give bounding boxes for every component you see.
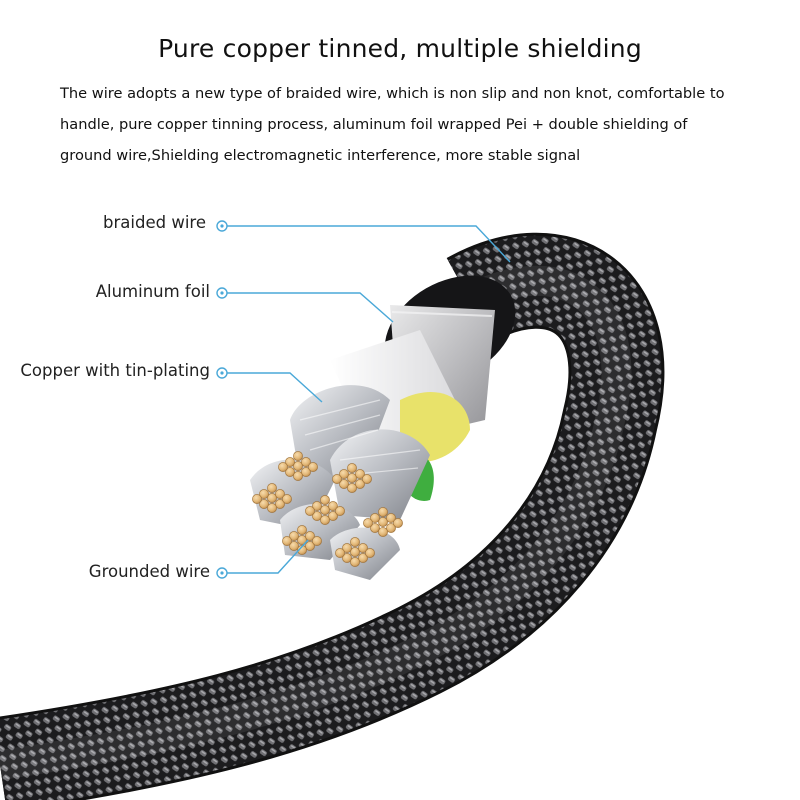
copper-strand-end (350, 547, 360, 557)
callout-marker-centers (220, 224, 224, 575)
copper-strand-end (275, 489, 285, 499)
callout-line-copper (223, 372, 323, 403)
copper-strand-end (350, 537, 360, 547)
copper-strand-end (267, 503, 277, 513)
copper-strand-end (320, 495, 330, 505)
copper-strand-end (350, 557, 360, 567)
copper-strand-end (285, 467, 295, 477)
copper-strand-end (312, 501, 322, 511)
copper-strand-end (347, 473, 357, 483)
copper-strand-end (370, 513, 380, 523)
copper-strand-end (362, 474, 372, 484)
copper-strand-end (339, 469, 349, 479)
copper-strand-end (312, 536, 322, 546)
copper-strand-end (363, 518, 373, 528)
copper-strand-end (320, 505, 330, 515)
copper-strand-end (339, 479, 349, 489)
copper-strand-end (297, 545, 307, 555)
copper-strand-end (358, 543, 368, 553)
callout-lines (223, 225, 511, 574)
copper-strand-end (347, 483, 357, 493)
copper-strand-ends (252, 451, 403, 567)
copper-strand-end (370, 523, 380, 533)
copper-strand-end (378, 507, 388, 517)
copper-strand-end (301, 467, 311, 477)
callout-line-ground (223, 539, 309, 574)
label-braided-wire: braided wire (103, 213, 206, 232)
copper-strand-end (328, 501, 338, 511)
copper-strand-end (312, 511, 322, 521)
copper-strand-end (289, 531, 299, 541)
copper-strand-end (301, 457, 311, 467)
copper-strand-end (289, 541, 299, 551)
copper-strand-end (282, 536, 292, 546)
copper-strand-end (259, 499, 269, 509)
copper-strand-end (305, 541, 315, 551)
copper-strand-end (342, 553, 352, 563)
copper-strand-end (355, 479, 365, 489)
copper-strand-end (347, 463, 357, 473)
copper-strand-end (365, 548, 375, 558)
copper-strand-end (293, 461, 303, 471)
callout-markers (216, 220, 228, 579)
copper-strand-end (267, 493, 277, 503)
copper-strand-end (293, 471, 303, 481)
copper-strand-end (355, 469, 365, 479)
copper-strand-end (275, 499, 285, 509)
copper-strand-end (305, 506, 315, 516)
copper-strand-end (285, 457, 295, 467)
copper-strand-end (358, 553, 368, 563)
description: The wire adopts a new type of braided wi… (60, 78, 772, 171)
page-title: Pure copper tinned, multiple shielding (158, 34, 642, 63)
copper-strand-end (308, 462, 318, 472)
copper-strand-end (282, 494, 292, 504)
description-line: The wire adopts a new type of braided wi… (60, 85, 725, 102)
copper-strand-end (342, 543, 352, 553)
copper-strand-end (393, 518, 403, 528)
copper-strand-end (259, 489, 269, 499)
copper-strand-end (305, 531, 315, 541)
copper-strand-end (378, 517, 388, 527)
label-aluminum-foil: Aluminum foil (95, 282, 210, 301)
copper-strand-end (252, 494, 262, 504)
label-copper-tin-plating: Copper with tin-plating (20, 361, 210, 380)
copper-strand-end (297, 525, 307, 535)
callout-line-braided (223, 225, 511, 263)
copper-strand-end (386, 523, 396, 533)
copper-strand-end (335, 506, 345, 516)
copper-strand-end (332, 474, 342, 484)
copper-strand-end (328, 511, 338, 521)
label-grounded-wire: Grounded wire (88, 562, 210, 581)
copper-strand-end (320, 515, 330, 525)
copper-strand-end (278, 462, 288, 472)
copper-strand-end (267, 483, 277, 493)
copper-strand-end (335, 548, 345, 558)
callout-line-foil (223, 292, 394, 323)
copper-strand-end (293, 451, 303, 461)
description-line: handle, pure copper tinning process, alu… (60, 116, 688, 133)
copper-strand-end (378, 527, 388, 537)
description-line: ground wire,Shielding electromagnetic in… (60, 147, 581, 164)
copper-strand-end (297, 535, 307, 545)
copper-strand-end (386, 513, 396, 523)
